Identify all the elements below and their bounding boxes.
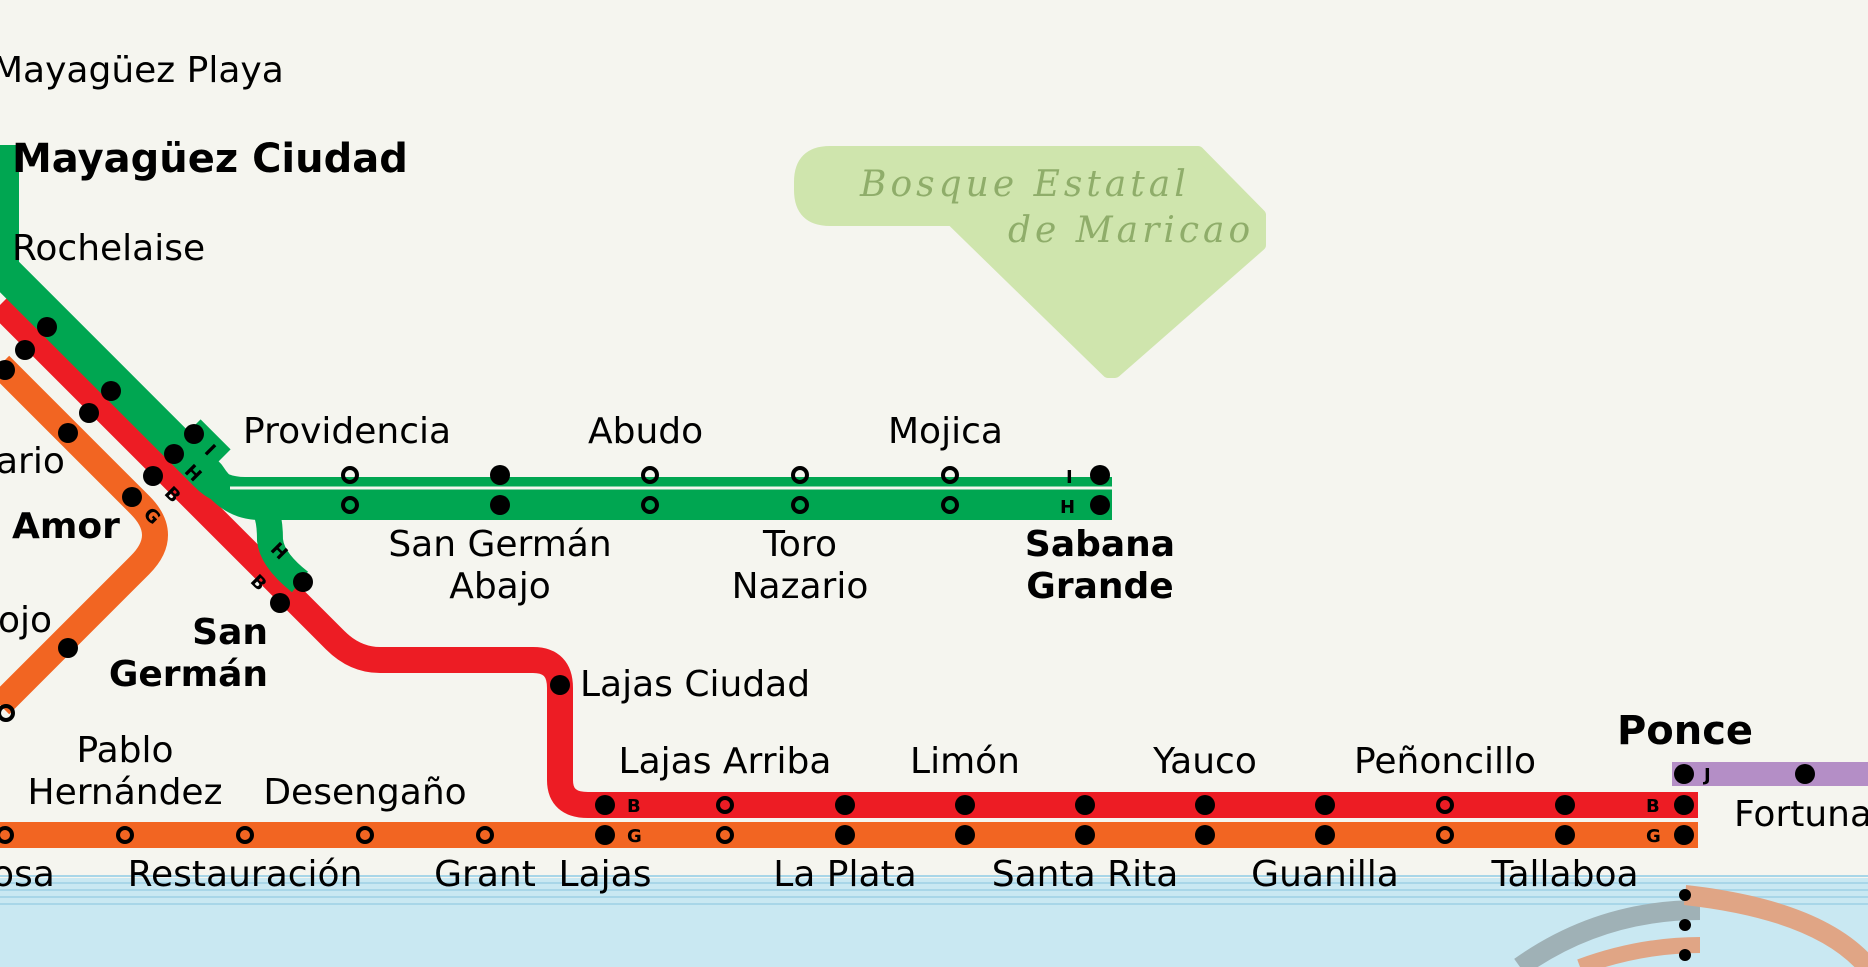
station-labels: Mayagüez Playa Mayagüez Ciudad Rochelais… — [0, 50, 1868, 895]
label-santa-rita: Santa Rita — [992, 854, 1179, 895]
park-label-line1: Bosque Estatal — [859, 164, 1190, 205]
line-tan-2 — [1577, 937, 1701, 967]
label-pablo-hernandez-2: Hernández — [28, 772, 223, 813]
station-dot — [1679, 949, 1691, 961]
southeast-lines — [1514, 885, 1868, 967]
line-red-b — [0, 295, 1698, 818]
label-ponce: Ponce — [1617, 708, 1753, 754]
park-bosque-estatal-de-maricao: Bosque Estatal de Maricao — [794, 146, 1266, 378]
label-san-german-abajo-2: Abajo — [449, 566, 551, 607]
label-restauracion: Restauración — [128, 854, 363, 895]
label-toro-nazario-2: Nazario — [732, 566, 869, 607]
line-gray — [1514, 900, 1701, 967]
label-grant: Grant — [434, 854, 536, 895]
tag-b-east: B — [1646, 796, 1660, 817]
label-yauco: Yauco — [1152, 741, 1257, 782]
label-guanilla: Guanilla — [1251, 854, 1399, 895]
tag-b-west: B — [627, 796, 641, 817]
label-san-german-1: San — [192, 612, 268, 653]
label-mojica: Mojica — [888, 411, 1003, 452]
label-la-plata: La Plata — [773, 854, 917, 895]
line-purple-j: J — [1672, 762, 1868, 786]
label-san-german-abajo-1: San Germán — [388, 524, 611, 565]
label-limon: Limón — [910, 741, 1020, 782]
tag-i-east: I — [1066, 467, 1073, 488]
label-desengano: Desengaño — [263, 772, 466, 813]
tag-g-west: G — [627, 826, 642, 847]
red-stations: B B B B — [15, 340, 1694, 817]
label-lajas: Lajas — [559, 854, 652, 895]
label-sabana-grande-1: Sabana — [1025, 524, 1175, 565]
tag-g-east: G — [1646, 826, 1661, 847]
label-ario: ario — [0, 441, 65, 482]
tag-h-east: H — [1060, 497, 1075, 518]
label-rochelaise: Rochelaise — [12, 228, 205, 269]
green-stations: I H I H H — [37, 317, 1110, 592]
label-mayaguez-ciudad: Mayagüez Ciudad — [12, 136, 408, 182]
station-dot — [1679, 889, 1691, 901]
label-mayaguez-playa: Mayagüez Playa — [0, 50, 284, 91]
label-tallaboa: Tallaboa — [1490, 854, 1638, 895]
tag-j: J — [1702, 765, 1711, 786]
park-label-line2: de Maricao — [1008, 210, 1254, 251]
label-providencia: Providencia — [243, 411, 451, 452]
label-toro-nazario-1: Toro — [762, 524, 837, 565]
label-fortuna: Fortuna — [1734, 794, 1868, 835]
label-amor: Amor — [12, 506, 120, 547]
label-sabana-grande-2: Grande — [1026, 566, 1173, 607]
label-abudo: Abudo — [588, 411, 703, 452]
label-osa: osa — [0, 854, 55, 895]
label-penoncillo: Peñoncillo — [1354, 741, 1536, 782]
label-ojo: ojo — [0, 600, 52, 641]
line-tan — [1683, 885, 1868, 967]
label-pablo-hernandez-1: Pablo — [76, 730, 173, 771]
label-san-german-2: Germán — [109, 654, 268, 695]
station-dot — [1679, 919, 1691, 931]
label-lajas-arriba: Lajas Arriba — [619, 741, 832, 782]
label-lajas-ciudad: Lajas Ciudad — [580, 664, 810, 705]
